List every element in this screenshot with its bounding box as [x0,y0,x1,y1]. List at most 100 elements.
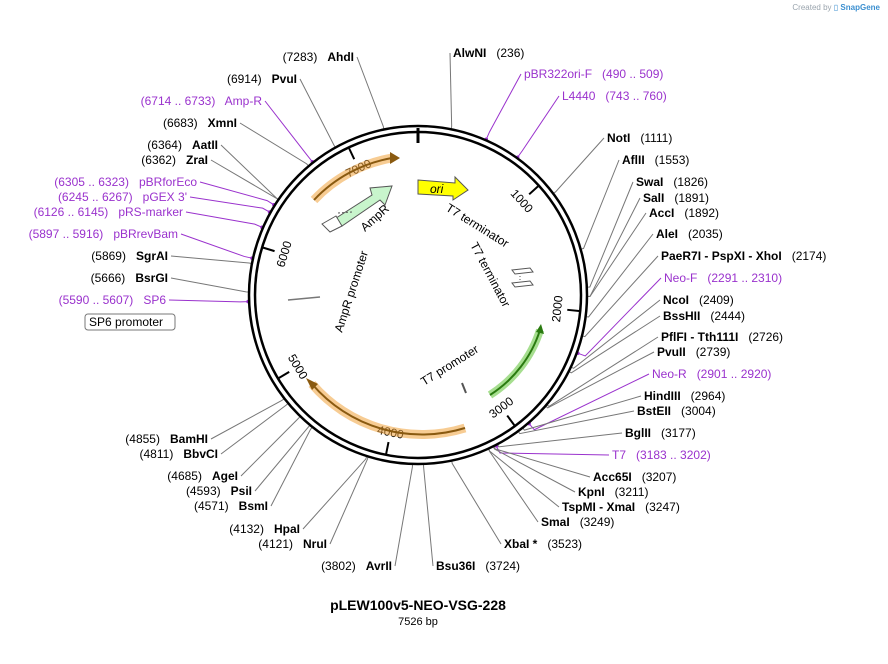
site-label-hpai[interactable]: (4132) HpaI [229,522,300,536]
site-label-nrui[interactable]: (4121) NruI [258,537,327,551]
site-name: SwaI [636,175,663,189]
site-label-xmni[interactable]: (6683) XmnI [163,116,237,130]
connector-line [356,56,385,129]
site-name: AflII [622,153,645,167]
connector-line [553,137,605,194]
site-position: (3247) [635,500,680,514]
connector-line [497,432,623,448]
site-label-swai[interactable]: SwaI (1826) [636,175,708,189]
site-label-sali[interactable]: SalI (1891) [643,191,709,205]
site-position: (4121) [258,537,303,551]
connector-line [518,410,635,435]
site-label-aflii[interactable]: AflII (1553) [622,153,689,167]
site-name: SP6 [143,293,166,307]
site-label-pbr322ori-f[interactable]: pBR322ori-F (490 .. 509) [524,67,663,81]
site-label-bsu36i[interactable]: Bsu36I (3724) [436,559,520,573]
site-label-sgrai[interactable]: (5869) SgrAI [91,249,168,263]
ori-label: ori [430,182,444,196]
connector-line [587,181,634,288]
site-name: pBR322ori-F [524,67,592,81]
site-position: (5590 .. 5607) [59,293,144,307]
site-label-paer7i-pspxi-xhoi[interactable]: PaeR7I - PspXI - XhoI (2174) [661,249,826,263]
site-label-kpni[interactable]: KpnI (3211) [578,485,648,499]
site-label-bamhi[interactable]: (4855) BamHI [125,432,208,446]
site-label-acc65i[interactable]: Acc65I (3207) [593,470,676,484]
site-label-pgex-3-[interactable]: (6245 .. 6267) pGEX 3' [58,190,187,204]
connector-line [493,447,576,493]
connector-line [485,73,522,140]
site-label-bsshii[interactable]: BssHII (2444) [663,309,745,323]
site-label-neo-f[interactable]: Neo-F (2291 .. 2310) [664,271,782,285]
connector-line [299,78,336,147]
site-name: ZraI [186,153,208,167]
connector-line [569,315,661,374]
site-label-l4440[interactable]: L4440 (743 .. 760) [562,89,667,103]
site-name: BglII [625,426,651,440]
site-name: Neo-F [664,271,697,285]
site-label-pvuii[interactable]: PvuII (2739) [657,345,730,359]
site-label-bsrgi[interactable]: (5666) BsrGI [91,271,168,285]
site-position: (3523) [537,537,582,551]
site-position: (5666) [91,271,136,285]
site-position: (2739) [686,345,731,359]
site-name: SmaI [541,515,570,529]
site-label-amp-r[interactable]: (6714 .. 6733) Amp-R [141,94,263,108]
site-label-tspmi-xmai[interactable]: TspMI - XmaI (3247) [562,500,680,514]
connector-line [185,211,263,228]
connector-line [254,425,310,492]
connector-line [210,159,278,200]
connector-line [302,456,367,530]
site-position: (3004) [671,404,716,418]
snapgene-logo-icon: ▯ [833,3,839,12]
site-position: (2444) [700,309,745,323]
site-label-xbai-[interactable]: XbaI * (3523) [504,537,582,551]
site-label-hindiii[interactable]: HindIII (2964) [644,389,725,403]
site-name: PsiI [231,484,252,498]
tick-mark [506,414,516,426]
site-label-pvui[interactable]: (6914) PvuI [227,72,297,86]
site-position: (3249) [570,515,615,529]
site-position: (6683) [163,116,208,130]
site-label-bsmi[interactable]: (4571) BsmI [194,499,268,513]
site-position: (2964) [681,389,726,403]
site-label-pbrrevbam[interactable]: (5897 .. 5916) pBRrevBam [29,227,178,241]
connector-line [449,52,453,129]
connector-line [571,299,661,369]
site-name: BbvCI [183,447,218,461]
site-label-agei[interactable]: (4685) AgeI [167,469,238,483]
site-label-ncoi[interactable]: NcoI (2409) [663,293,734,307]
tick-mark [348,147,356,160]
sp6-promoter-box: SP6 promoter [84,313,176,331]
site-label-prs-marker[interactable]: (6126 .. 6145) pRS-marker [34,205,183,219]
connector-line [522,395,642,431]
site-label-alei[interactable]: AleI (2035) [656,227,723,241]
plasmid-length: 7526 bp [398,616,438,628]
site-label-pbrforeco[interactable]: (6305 .. 6323) pBRforEco [54,175,197,189]
site-label-ahdi[interactable]: (7283) AhdI [283,50,354,64]
site-label-neo-r[interactable]: Neo-R (2901 .. 2920) [652,367,771,381]
connector-line [545,351,655,409]
site-name: AccI [649,206,674,220]
site-label-avrii[interactable]: (3802) AvrII [321,559,392,573]
site-label-smai[interactable]: SmaI (3249) [541,515,614,529]
site-name: NotI [607,131,630,145]
site-label-alwni[interactable]: AlwNI (236) [453,46,524,60]
site-label-pflfi-tth111i[interactable]: PflFI - Tth111I (2726) [661,330,783,344]
site-label-psii[interactable]: (4593) PsiI [186,484,252,498]
site-label-sp6[interactable]: (5590 .. 5607) SP6 [59,293,167,307]
site-name: Bsu36I [436,559,475,573]
connector-line [220,144,279,200]
t7-terminator-label-2: T7 terminator [467,240,513,310]
site-label-bbvci[interactable]: (4811) BbvCI [140,447,218,461]
site-label-aatii[interactable]: (6364) AatII [147,138,218,152]
site-label-t7[interactable]: T7 (3183 .. 3202) [612,448,711,462]
site-position: (490 .. 509) [592,67,663,81]
site-label-acci[interactable]: AccI (1892) [649,206,719,220]
connector-line [329,457,369,545]
site-label-noti[interactable]: NotI (1111) [607,131,672,145]
site-label-zrai[interactable]: (6362) ZraI [141,153,208,167]
site-position: (6305 .. 6323) [54,175,139,189]
site-label-bsteii[interactable]: BstEII (3004) [637,404,716,418]
site-label-bglii[interactable]: BglII (3177) [625,426,696,440]
connector-line [239,122,309,166]
